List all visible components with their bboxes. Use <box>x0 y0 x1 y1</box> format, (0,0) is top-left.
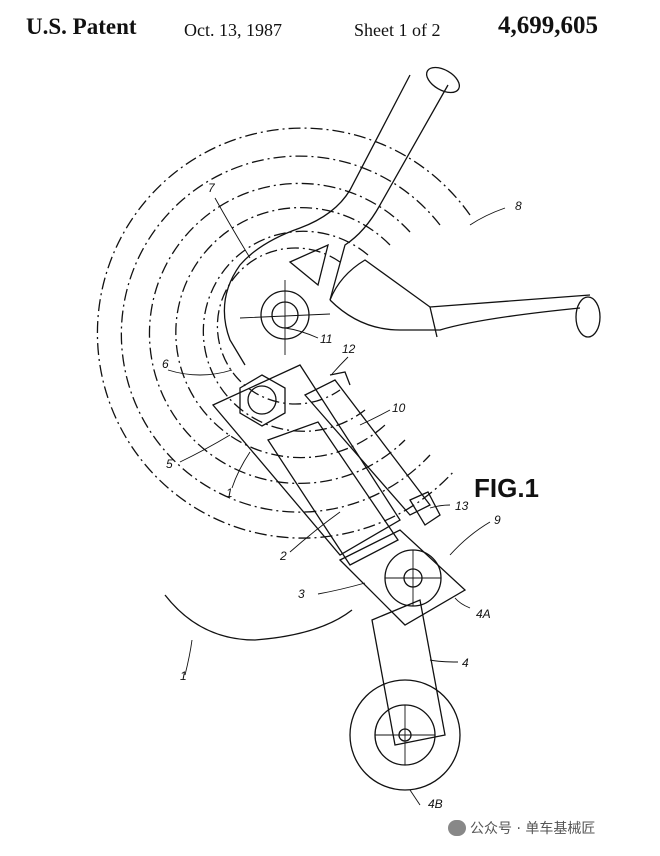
part-labels: 7 8 6 11 12 10 5 1 13 9 2 3 4A 4 1 4B FI… <box>162 181 539 811</box>
chain-stay <box>329 259 601 338</box>
watermark: 公众号 · 单车基械匠 <box>448 818 595 838</box>
upper-pulley <box>384 549 442 607</box>
label-7: 7 <box>208 181 216 195</box>
hex-nut <box>239 374 286 427</box>
knuckle <box>338 529 467 626</box>
label-4: 4 <box>462 656 469 670</box>
patent-number: 4,699,605 <box>498 12 598 39</box>
sheet-number: Sheet 1 of 2 <box>354 20 441 40</box>
dropout-cutout <box>288 243 329 287</box>
label-6: 6 <box>162 357 169 371</box>
label-4a: 4A <box>476 607 491 621</box>
label-9: 9 <box>494 513 501 527</box>
derailleur-body <box>211 364 441 566</box>
cage-plate <box>371 599 446 746</box>
label-4b: 4B <box>428 797 443 811</box>
figure-title: FIG.1 <box>474 473 539 503</box>
label-12: 12 <box>342 342 356 356</box>
lower-pulley <box>349 679 461 791</box>
leader-lines <box>167 197 506 806</box>
label-13: 13 <box>455 499 469 513</box>
label-1-chain: 1 <box>180 669 187 683</box>
patent-date: Oct. 13, 1987 <box>184 20 282 40</box>
label-5: 5 <box>166 457 173 471</box>
patent-header-left: U.S. Patent <box>26 14 137 39</box>
seat-stay <box>223 66 461 366</box>
label-2: 2 <box>279 549 287 563</box>
chainring-circles <box>96 127 471 539</box>
watermark-text: 公众号 · 单车基械匠 <box>470 821 596 837</box>
hub-axle <box>239 280 331 355</box>
wechat-icon <box>448 820 466 836</box>
label-10: 10 <box>392 401 406 415</box>
chain-line <box>164 594 353 641</box>
label-1: 1 <box>226 486 233 500</box>
label-3: 3 <box>298 587 305 601</box>
label-11: 11 <box>320 332 332 346</box>
label-8: 8 <box>515 199 522 213</box>
